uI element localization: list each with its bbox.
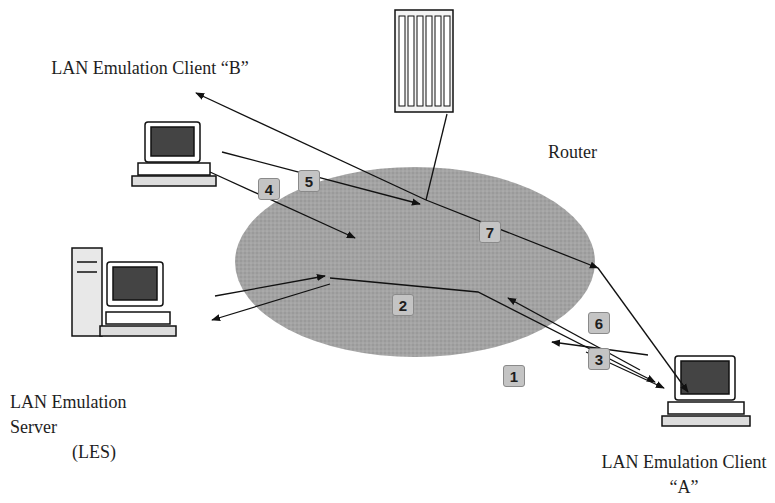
router-rack	[395, 10, 453, 112]
server-computer	[72, 248, 176, 336]
rack-slot	[408, 16, 414, 106]
device-label: Router	[548, 140, 638, 165]
callout-number: 4	[258, 178, 280, 200]
device-name: (LES)	[10, 440, 145, 465]
callout-number: 5	[298, 170, 320, 192]
device-label: LAN Emulation Client “B”	[40, 56, 260, 81]
callout-number: 6	[588, 312, 610, 334]
rack-slot	[426, 16, 432, 106]
callout-number: 7	[479, 221, 501, 243]
rack-slot	[444, 16, 450, 106]
message-arrows	[196, 93, 688, 392]
rack-slot	[399, 16, 405, 106]
client-a-computer	[662, 356, 750, 426]
callout-number: 3	[588, 348, 610, 370]
device-name: Router	[548, 140, 638, 165]
device-label: LAN Emulation Server(LES)	[10, 390, 145, 465]
device-name: LAN Emulation Client “B”	[40, 56, 260, 81]
client-b-computer	[132, 122, 216, 186]
router-link	[426, 114, 447, 200]
callout-number: 1	[503, 365, 525, 387]
device-name: LAN Emulation Client “A”	[598, 450, 770, 500]
rack-slot	[435, 16, 441, 106]
device-name: LAN Emulation Server	[10, 390, 145, 440]
callout-number: 2	[392, 294, 414, 316]
rack-slot	[417, 16, 423, 106]
device-label: LAN Emulation Client “A”	[598, 450, 770, 500]
